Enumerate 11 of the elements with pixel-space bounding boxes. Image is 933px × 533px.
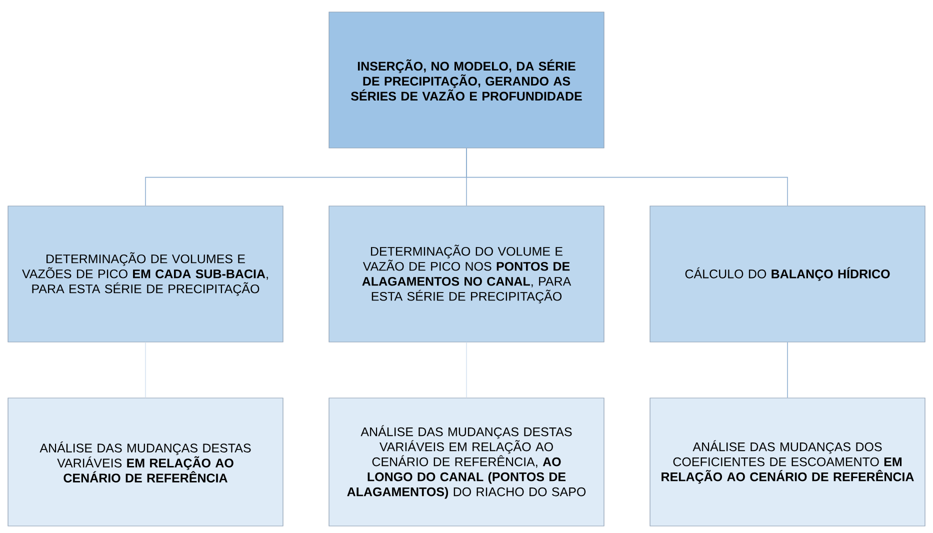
- process-box: ANÁLISE DAS MUDANÇAS DOS COEFICIENTES DE ESCOAMENTO EM RELAÇÃO AO CENÁRIO DE REFERÊNCIA: [650, 398, 926, 526]
- process-box: DETERMINAÇÃO DE VOLUMES E VAZÕES DE PICO EM CADA SUB-BACIA, PARA ESTA SÉRIE DE PRECIPITAÇÃO: [8, 206, 284, 342]
- process-box: ANÁLISE DAS MUDANÇAS DESTAS VARIÁVEIS EM RELAÇÃO AO CENÁRIO DE REFERÊNCIA: [8, 398, 284, 526]
- connector-line: [787, 342, 788, 398]
- connector-line: [466, 342, 467, 398]
- process-box: INSERÇÃO, NO MODELO, DA SÉRIE DE PRECIPITAÇÃO, GERANDO AS SÉRIES DE VAZÃO E PROFUNDIDADE: [328, 12, 604, 148]
- process-box: DETERMINAÇÃO DO VOLUME E VAZÃO DE PICO NOS PONTOS DE ALAGAMENTOS NO CANAL, PARA ESTA SÉRIE DE PRECIPITAÇÃO: [328, 206, 604, 342]
- connector-line: [145, 342, 146, 398]
- process-box: CÁLCULO DO BALANÇO HÍDRICO: [650, 206, 926, 342]
- connector-line: [466, 148, 788, 206]
- process-box: ANÁLISE DAS MUDANÇAS DESTAS VARIÁVEIS EM RELAÇÃO AO CENÁRIO DE REFERÊNCIA, AO LONGO DO CANAL (PONTOS DE ALAGAMENTOS) DO RIACHO DO SAPO: [328, 398, 604, 526]
